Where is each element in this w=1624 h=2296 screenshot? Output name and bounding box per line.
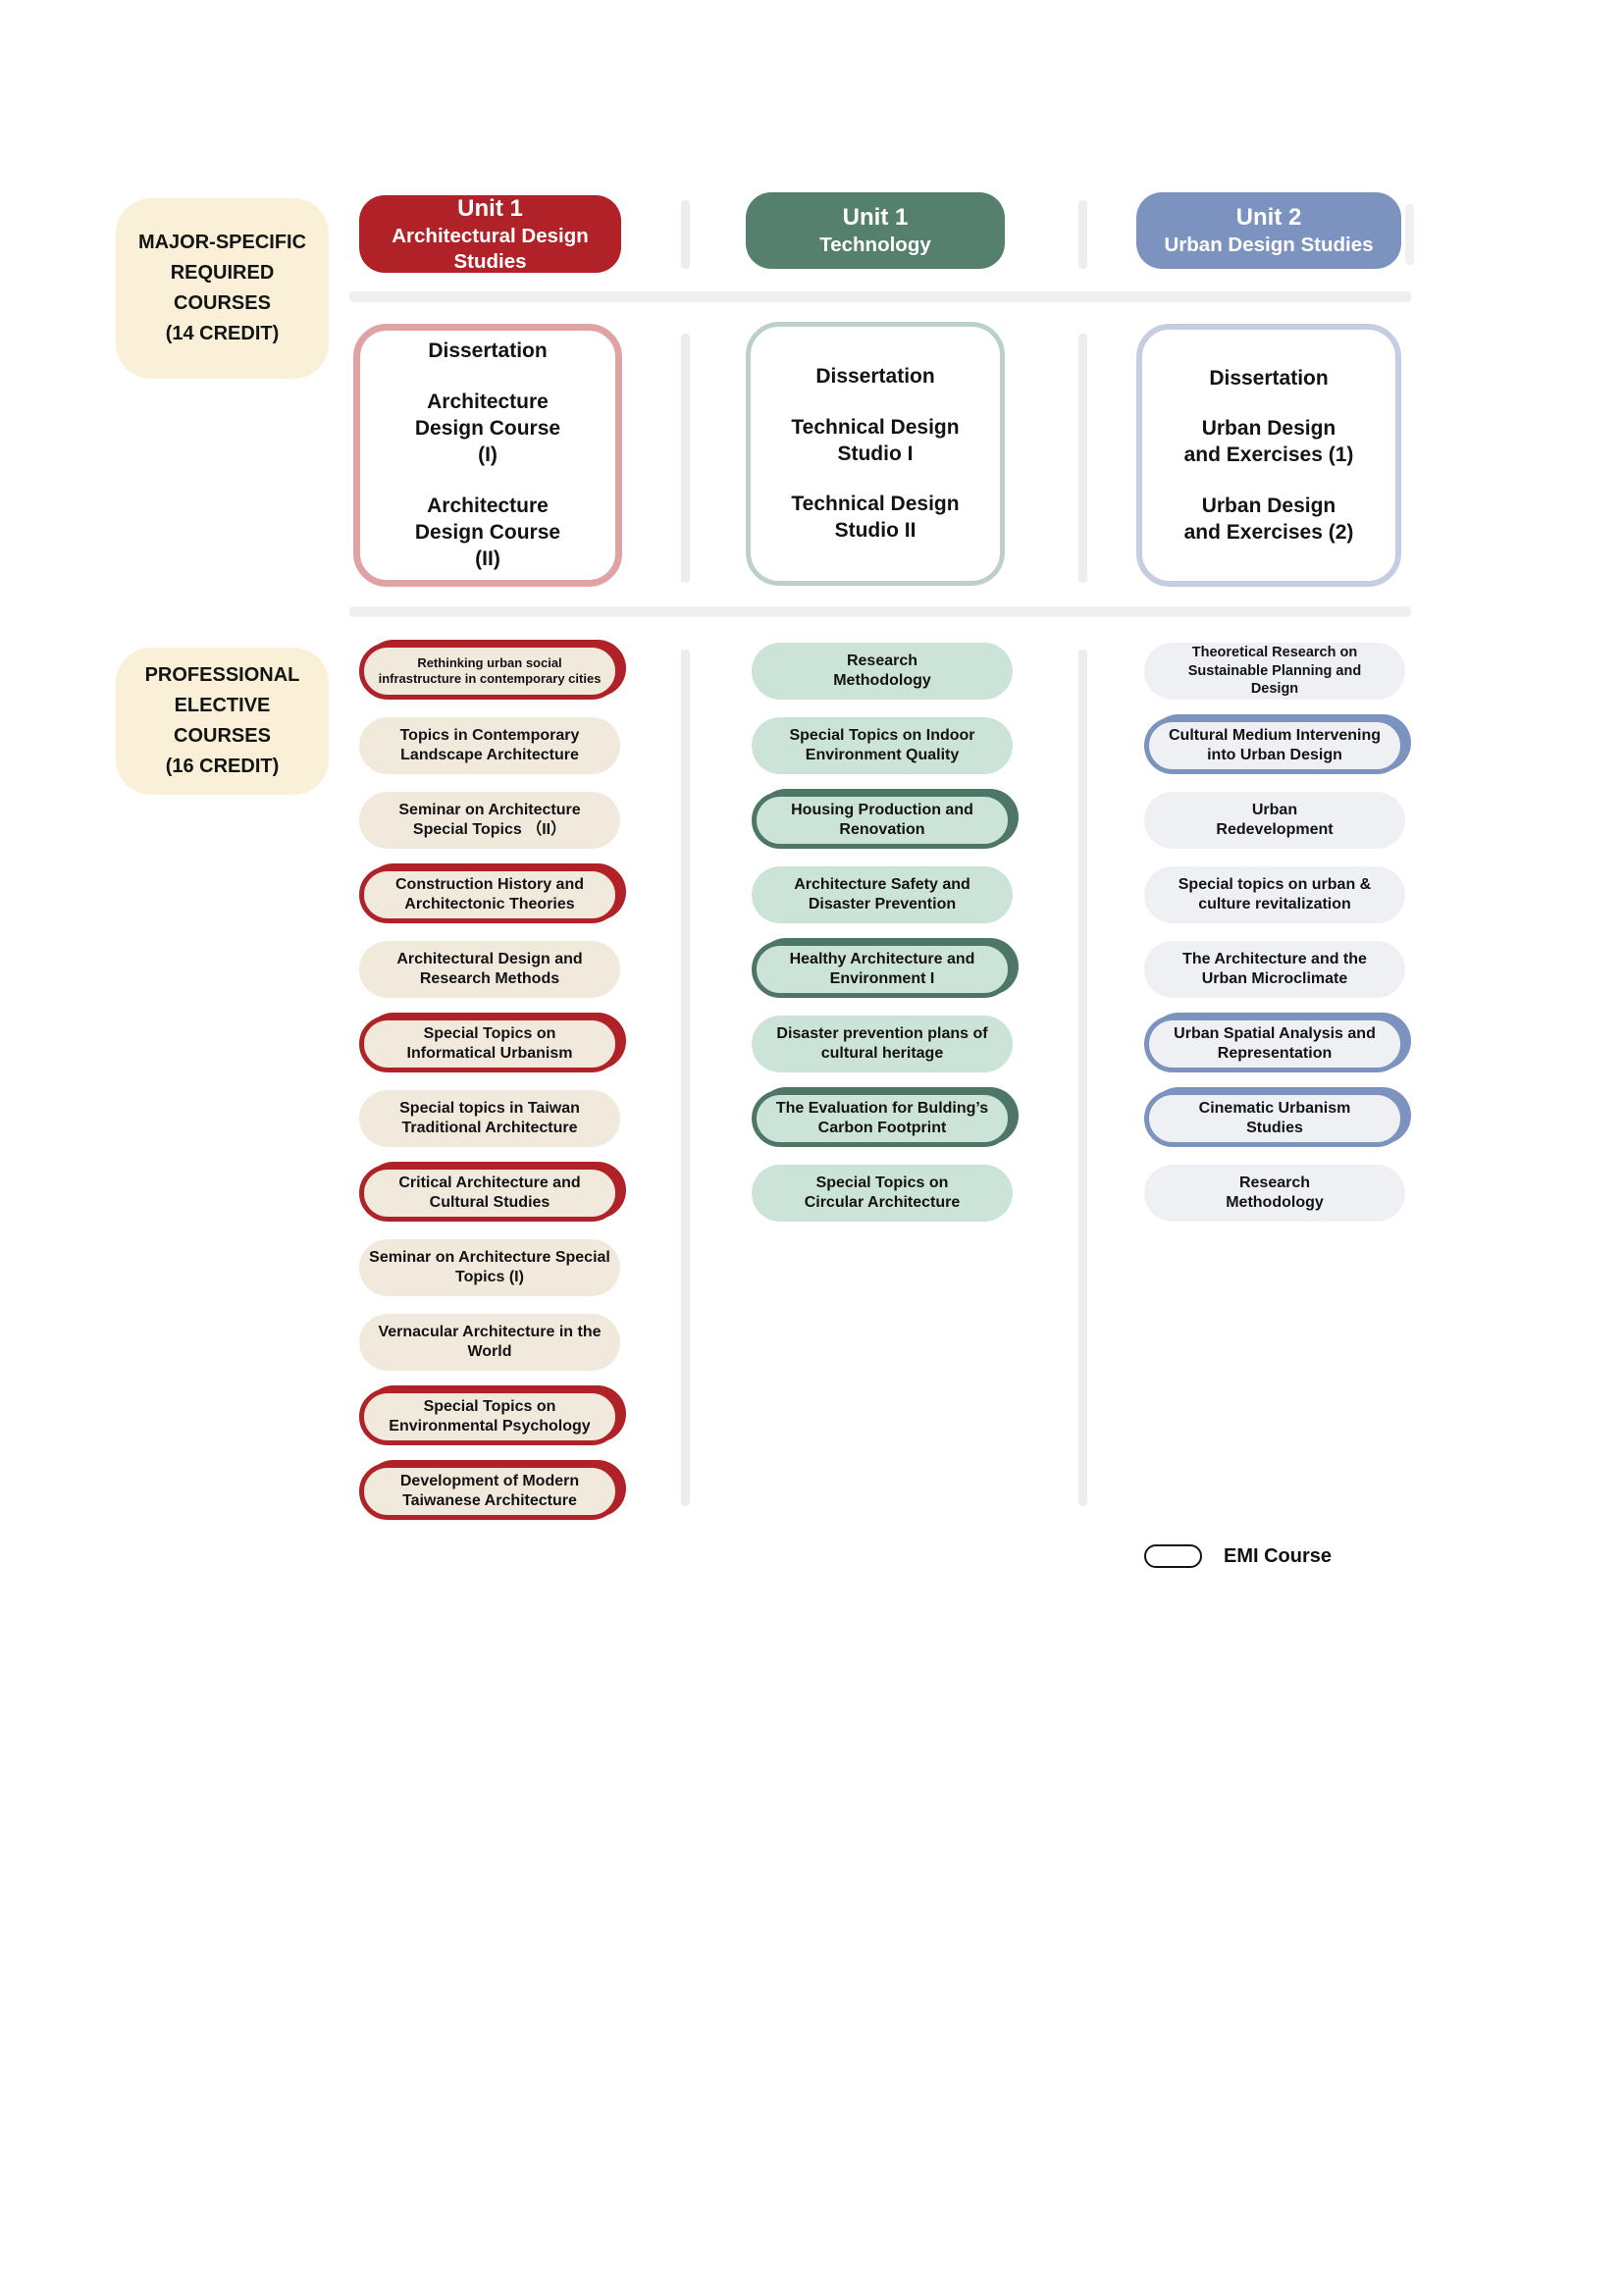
divider-vertical <box>681 650 690 1506</box>
elective-pill: Special topics in Taiwan Traditional Arc… <box>359 1090 620 1147</box>
elective-pill: Special topics on urban & culture revita… <box>1144 866 1405 923</box>
unit-header-line1: Unit 2 <box>1235 204 1302 231</box>
unit-header-line1: Unit 1 <box>457 194 523 222</box>
required-box-architectural-design: Dissertation Architecture Design Course … <box>353 324 622 587</box>
required-box-technology: Dissertation Technical Design Studio I T… <box>746 322 1005 586</box>
required-course: Dissertation <box>428 339 548 363</box>
elective-pill-emi: Healthy Architecture and Environment I <box>752 941 1013 998</box>
unit-header-line1: Unit 1 <box>842 204 909 231</box>
elective-pill-label: Research Methodology <box>1226 1174 1324 1211</box>
elective-pill-label: Urban Spatial Analysis and Representatio… <box>1174 1025 1376 1062</box>
required-course: Urban Design and Exercises (1) <box>1183 417 1354 467</box>
emi-legend-pill-icon <box>1144 1544 1202 1568</box>
elective-pill-emi: Housing Production and Renovation <box>752 792 1013 849</box>
elective-pill: Urban Redevelopment <box>1144 792 1405 849</box>
elective-pill: Special Topics on Indoor Environment Qua… <box>752 717 1013 774</box>
elective-pill-label: Disaster prevention plans of cultural he… <box>776 1025 988 1062</box>
elective-pill-label: Research Methodology <box>833 652 931 689</box>
elective-pill-label: Rethinking urban social infrastructure i… <box>378 654 602 686</box>
elective-pill-emi: The Evaluation for Bulding’s Carbon Foot… <box>752 1090 1013 1147</box>
elective-pill-label: Theoretical Research on Sustainable Plan… <box>1187 645 1362 698</box>
elective-pill-label: Cinematic Urbanism Studies <box>1198 1100 1351 1136</box>
divider-horizontal-middle <box>349 606 1411 617</box>
elective-pill-emi: Critical Architecture and Cultural Studi… <box>359 1165 620 1222</box>
elective-pill-label: Construction History and Architectonic T… <box>394 876 584 913</box>
elective-pill-label: Special Topics on Indoor Environment Qua… <box>789 727 975 763</box>
elective-pill-label: Urban Redevelopment <box>1216 802 1334 838</box>
emi-legend-label: EMI Course <box>1224 1545 1333 1567</box>
elective-pill-label: Topics in Contemporary Landscape Archite… <box>399 727 580 763</box>
elective-pill-label: Vernacular Architecture in the World <box>378 1324 602 1360</box>
elective-pill-emi: Development of Modern Taiwanese Architec… <box>359 1463 620 1520</box>
required-course: Dissertation <box>815 365 935 389</box>
elective-pill: Seminar on Architecture Special Topics （… <box>359 792 620 849</box>
required-course: Dissertation <box>1209 366 1329 390</box>
elective-pill-label: Special Topics on Informatical Urbanism <box>406 1025 573 1062</box>
elective-pill: Architectural Design and Research Method… <box>359 941 620 998</box>
divider-vertical <box>1078 200 1087 269</box>
elective-pill-label: Critical Architecture and Cultural Studi… <box>398 1174 581 1211</box>
elective-pill-label: Special Topics on Circular Architecture <box>804 1174 961 1211</box>
required-courses-label: MAJOR-SPECIFIC REQUIRED COURSES (14 CRED… <box>116 198 329 379</box>
unit-header-urban-design: Unit 2 Urban Design Studies <box>1136 192 1401 269</box>
elective-pill-label: Seminar on Architecture Special Topics (… <box>369 1249 610 1285</box>
required-box-urban-design: Dissertation Urban Design and Exercises … <box>1136 324 1401 587</box>
divider-vertical <box>681 200 690 269</box>
unit-header-line2: Urban Design Studies <box>1164 234 1374 256</box>
elective-pill: Seminar on Architecture Special Topics (… <box>359 1239 620 1296</box>
elective-pill-label: Special Topics on Environmental Psycholo… <box>389 1398 591 1435</box>
elective-pill: Disaster prevention plans of cultural he… <box>752 1016 1013 1072</box>
unit-header-line2: Architectural Design Studies <box>392 224 589 273</box>
elective-pill: The Architecture and the Urban Microclim… <box>1144 941 1405 998</box>
elective-pill: Research Methodology <box>752 643 1013 700</box>
elective-pill-label: The Architecture and the Urban Microclim… <box>1182 951 1367 987</box>
divider-vertical <box>1078 334 1087 583</box>
divider-horizontal-top <box>349 291 1411 302</box>
required-course: Urban Design and Exercises (2) <box>1183 494 1354 544</box>
required-course: Architecture Design Course (I) <box>414 390 561 467</box>
elective-pill: Theoretical Research on Sustainable Plan… <box>1144 643 1405 700</box>
elective-pill-label: Seminar on Architecture Special Topics （… <box>398 802 581 838</box>
elective-pill-emi: Rethinking urban social infrastructure i… <box>359 643 620 700</box>
elective-pill-emi: Cultural Medium Intervening into Urban D… <box>1144 717 1405 774</box>
elective-pill-label: Housing Production and Renovation <box>791 802 973 838</box>
elective-pill-label: Special topics on urban & culture revita… <box>1178 876 1372 913</box>
elective-pill-label: Architecture Safety and Disaster Prevent… <box>794 876 970 913</box>
elective-pill-emi: Cinematic Urbanism Studies <box>1144 1090 1405 1147</box>
elective-pill-label: Architectural Design and Research Method… <box>396 951 583 987</box>
unit-header-architectural-design: Unit 1 Architectural Design Studies <box>359 195 621 273</box>
required-course: Technical Design Studio I <box>791 415 960 465</box>
elective-pill: Research Methodology <box>1144 1165 1405 1222</box>
elective-pill-emi: Construction History and Architectonic T… <box>359 866 620 923</box>
elective-pill: Vernacular Architecture in the World <box>359 1314 620 1371</box>
elective-pill: Special Topics on Circular Architecture <box>752 1165 1013 1222</box>
elective-pill-emi: Urban Spatial Analysis and Representatio… <box>1144 1016 1405 1072</box>
elective-pill-label: The Evaluation for Bulding’s Carbon Foot… <box>775 1100 989 1136</box>
elective-pill-label: Cultural Medium Intervening into Urban D… <box>1168 727 1381 763</box>
divider-vertical <box>1405 204 1414 265</box>
required-course: Architecture Design Course (II) <box>414 494 561 571</box>
elective-pill-emi: Special Topics on Informatical Urbanism <box>359 1016 620 1072</box>
elective-pill-label: Special topics in Taiwan Traditional Arc… <box>399 1100 580 1136</box>
required-course: Technical Design Studio II <box>791 493 960 543</box>
elective-pill: Topics in Contemporary Landscape Archite… <box>359 717 620 774</box>
elective-pill-label: Development of Modern Taiwanese Architec… <box>399 1473 580 1509</box>
elective-courses-label: PROFESSIONAL ELECTIVE COURSES (16 CREDIT… <box>116 648 329 795</box>
unit-header-line2: Technology <box>819 234 931 256</box>
elective-pill: Architecture Safety and Disaster Prevent… <box>752 866 1013 923</box>
unit-header-technology: Unit 1 Technology <box>746 192 1005 269</box>
elective-pill-label: Healthy Architecture and Environment I <box>789 951 975 987</box>
divider-vertical <box>1078 650 1087 1506</box>
elective-pill-emi: Special Topics on Environmental Psycholo… <box>359 1388 620 1445</box>
divider-vertical <box>681 334 690 583</box>
